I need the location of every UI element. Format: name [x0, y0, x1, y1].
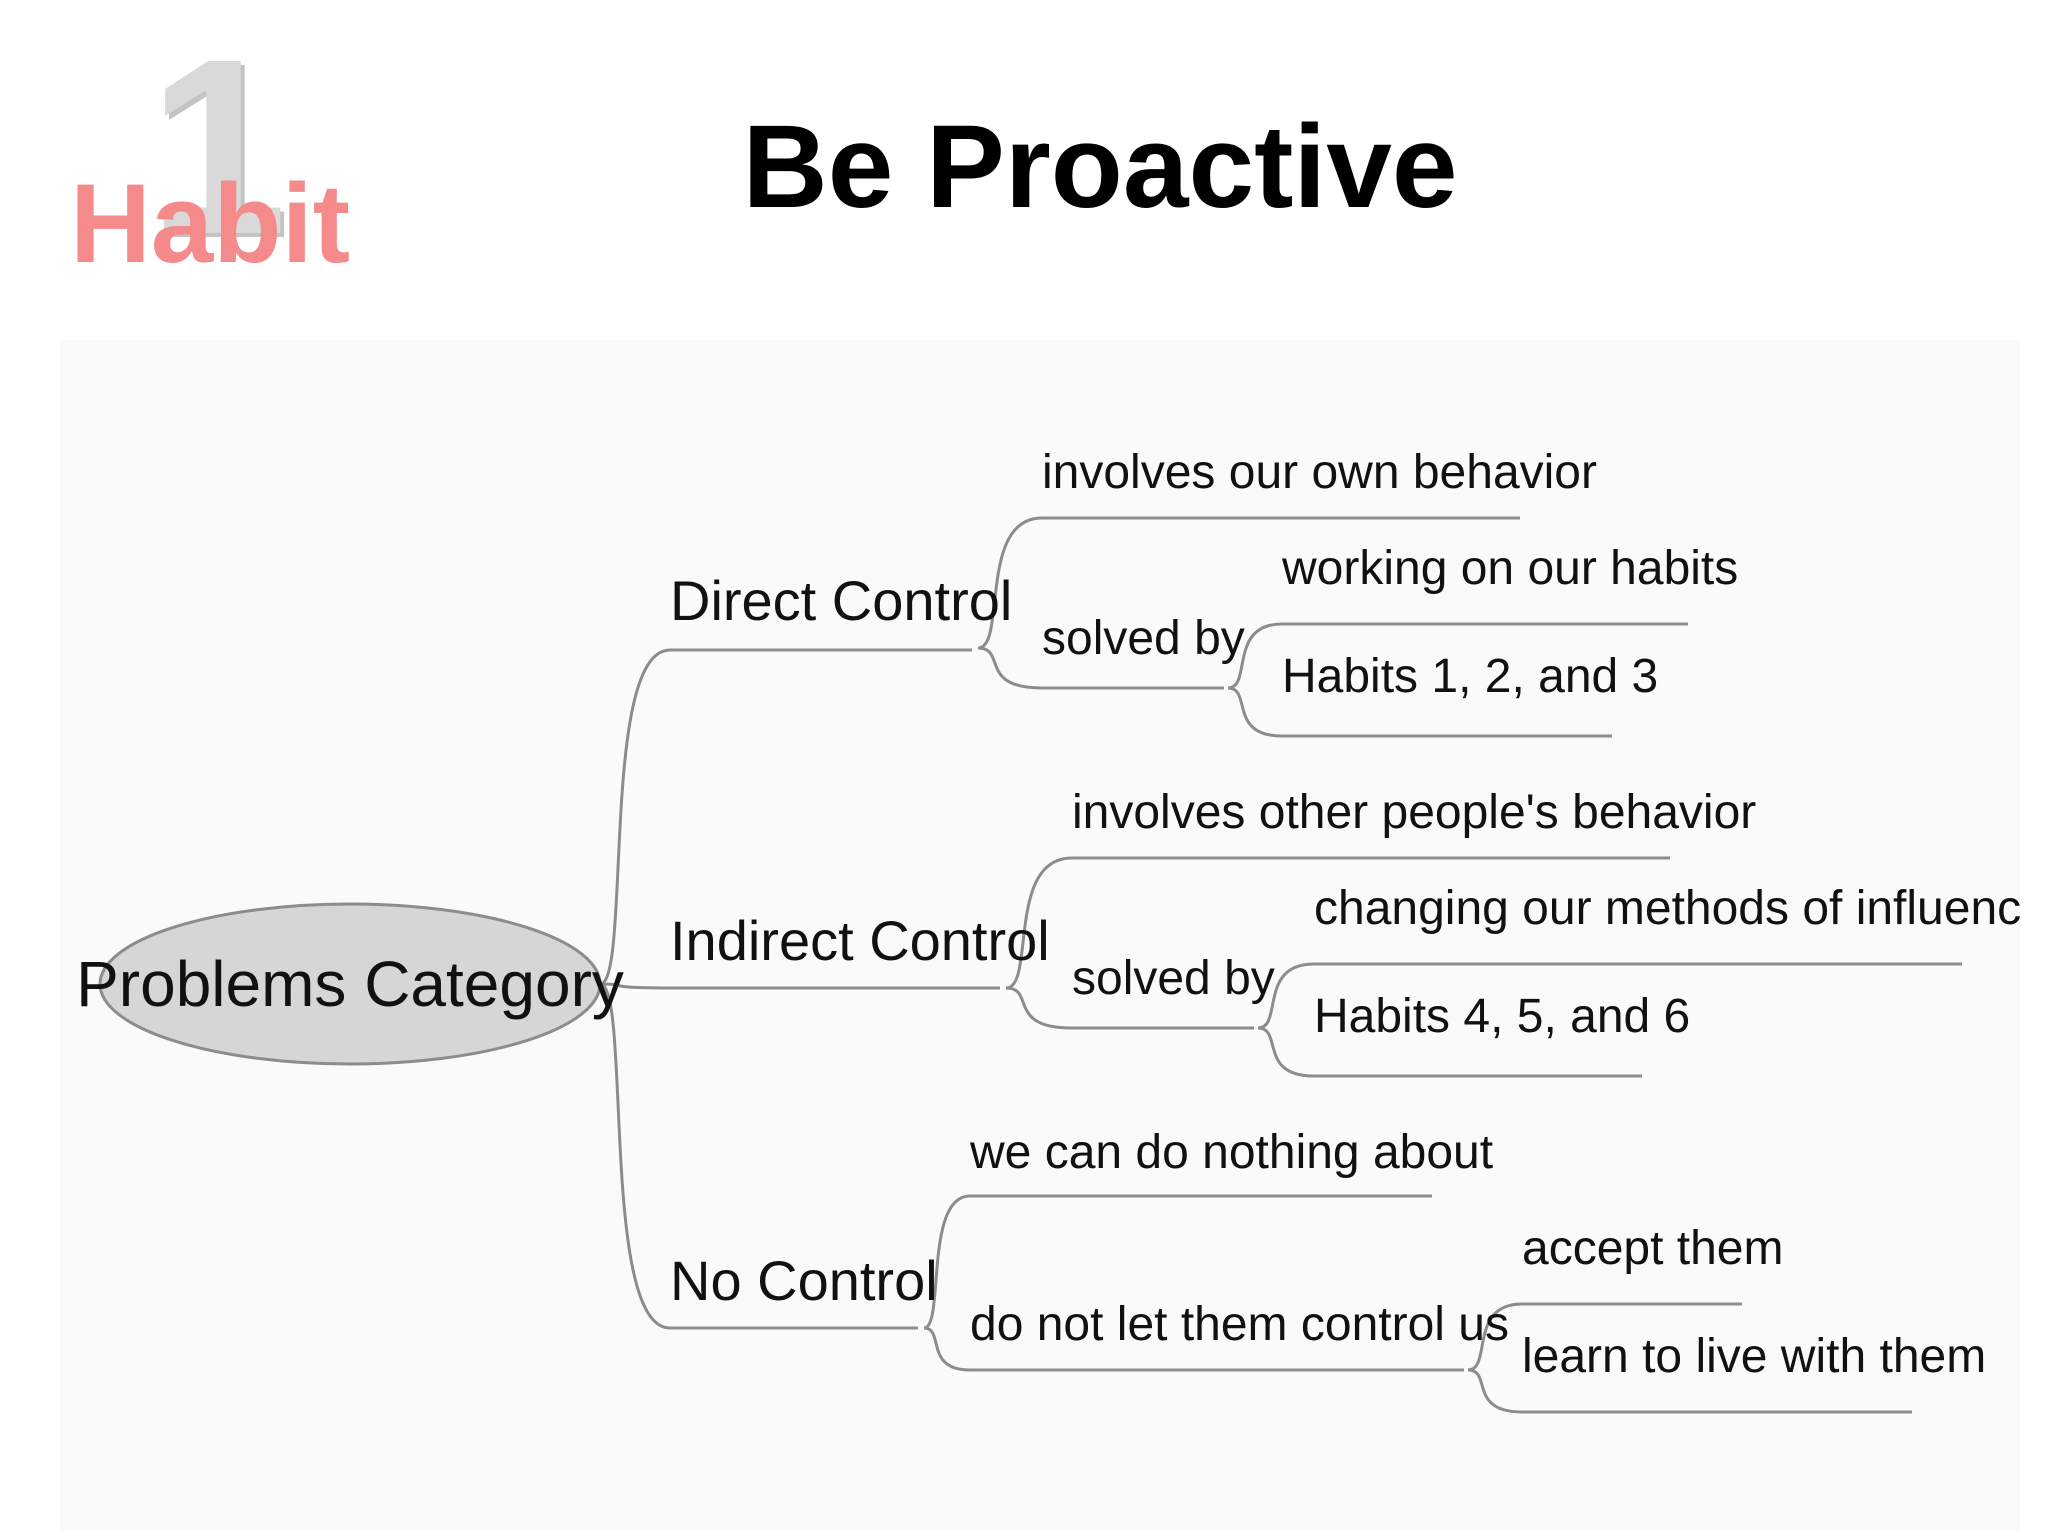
branch-direct-control-outcome-1: working on our habits	[1281, 542, 1738, 595]
root-node: Problems Category	[76, 902, 624, 1066]
branch-no-control-outcome-2: learn to live with them	[1522, 1330, 1986, 1383]
connector-direct-involves	[977, 516, 1520, 650]
branch-direct-control-label: Direct Control	[670, 569, 1012, 632]
connector-none-involves	[923, 1194, 1432, 1330]
branch-indirect-control-outcome-2: Habits 4, 5, and 6	[1314, 990, 1690, 1043]
root-node-label: Problems Category	[76, 948, 624, 1020]
connector-indirect-outcome-1	[1257, 962, 1962, 1030]
branch-no-control-action: do not let them control us	[970, 1298, 1509, 1351]
branch-no-control-involves: we can do nothing about	[969, 1126, 1493, 1179]
root-node-shape	[98, 902, 602, 1066]
connector-direct-outcome-2	[1227, 686, 1612, 738]
connector-root-indirect	[599, 982, 1000, 990]
connector-indirect-involves	[1005, 856, 1670, 990]
connector-root-none	[599, 982, 918, 1330]
branch-direct-control-action: solved by	[1042, 612, 1245, 665]
habit-word: Habit	[70, 161, 350, 286]
habit-logo: 1 Habit	[70, 22, 390, 290]
habit-number: 1	[148, 7, 288, 286]
connector-none-action	[923, 1326, 1464, 1372]
mind-map-connectors	[599, 516, 1962, 1414]
branch-indirect-control-action: solved by	[1072, 952, 1275, 1005]
branch-direct-control-outcome-2: Habits 1, 2, and 3	[1282, 650, 1658, 703]
connector-none-outcome-2	[1467, 1368, 1912, 1414]
branch-no-control-label: No Control	[670, 1249, 938, 1312]
connector-root-direct	[599, 648, 972, 986]
connector-indirect-action	[1005, 986, 1254, 1030]
branch-indirect-control-outcome-1: changing our methods of influence	[1314, 882, 2020, 935]
connector-direct-outcome-1	[1227, 622, 1688, 690]
branch-indirect-control-involves: involves other people's behavior	[1072, 786, 1756, 839]
mind-map-area: Problems Category Direct Control involve…	[60, 340, 2020, 1530]
connector-none-outcome-1	[1467, 1302, 1742, 1372]
mind-map: Problems Category Direct Control involve…	[76, 446, 2020, 1414]
connector-direct-action	[977, 646, 1224, 690]
branch-no-control-outcome-1: accept them	[1522, 1222, 1783, 1275]
branch-direct-control-involves: involves our own behavior	[1042, 446, 1597, 499]
branch-indirect-control-label: Indirect Control	[670, 909, 1050, 972]
page-title: Be Proactive	[742, 101, 1458, 233]
connector-indirect-outcome-2	[1257, 1026, 1642, 1078]
